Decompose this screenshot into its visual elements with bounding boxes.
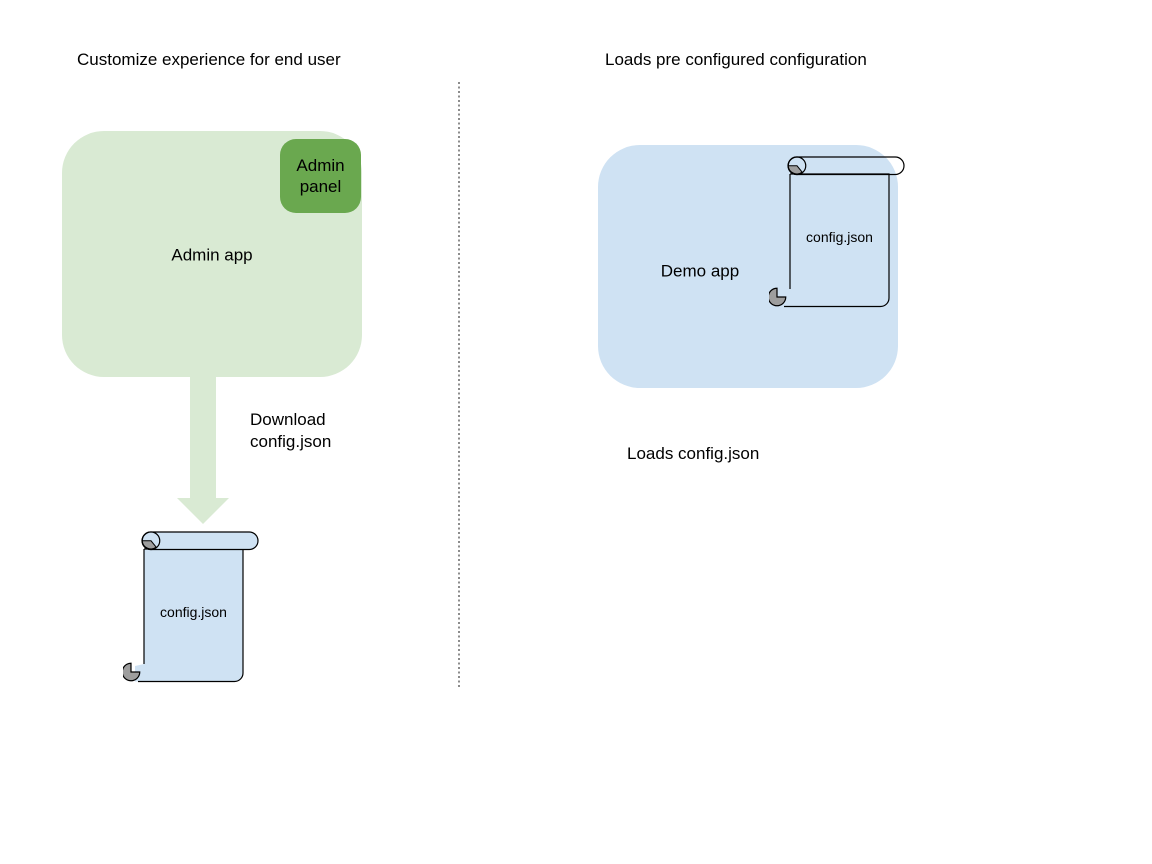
download-arrow-label: Download config.json [250, 410, 332, 451]
admin-panel-label: Admin panel [296, 156, 345, 196]
demo-app-label: Demo app [660, 261, 740, 281]
left-section-title: Customize experience for end user [77, 50, 341, 69]
admin-app-box: Admin app Admin panel [62, 131, 362, 377]
admin-app-label: Admin app [171, 245, 253, 265]
config-json-scroll-right: config.json [767, 156, 905, 308]
config-json-label-left: config.json [160, 604, 227, 620]
download-arrow-icon [177, 377, 229, 524]
right-section-title: Loads pre configured configuration [605, 50, 867, 69]
scroll-icon [121, 531, 259, 683]
admin-panel-box: Admin panel [280, 139, 361, 213]
config-json-label-right: config.json [806, 229, 873, 245]
scroll-icon [767, 156, 905, 308]
section-divider [458, 82, 460, 687]
config-json-scroll-left: config.json [121, 531, 259, 683]
demo-app-box: Demo app [598, 145, 898, 388]
loads-config-caption: Loads config.json [627, 444, 760, 463]
